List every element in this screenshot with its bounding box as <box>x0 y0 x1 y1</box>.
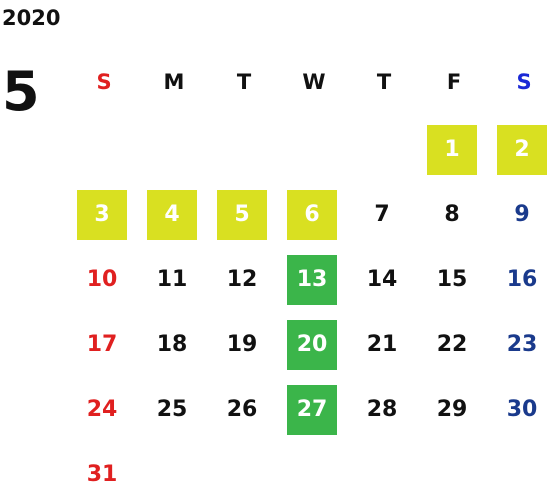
day-cell-5[interactable]: 5 <box>217 190 267 240</box>
day-cell-13[interactable]: 13 <box>287 255 337 305</box>
day-cell-20[interactable]: 20 <box>287 320 337 370</box>
day-cell-29[interactable]: 29 <box>436 397 468 422</box>
day-cell-6[interactable]: 6 <box>287 190 337 240</box>
day-cell-21[interactable]: 21 <box>366 332 398 357</box>
year-label: 2020 <box>2 6 61 30</box>
day-cell-18[interactable]: 18 <box>156 332 188 357</box>
day-cell-9[interactable]: 9 <box>514 202 530 227</box>
day-cell-25[interactable]: 25 <box>156 397 188 422</box>
weekday-tuesday: T <box>236 70 252 94</box>
weekday-thursday: T <box>376 70 392 94</box>
month-number: 5 <box>2 60 40 123</box>
day-cell-4[interactable]: 4 <box>147 190 197 240</box>
weekday-sunday: S <box>96 70 112 94</box>
day-cell-28[interactable]: 28 <box>366 397 398 422</box>
weekday-monday: M <box>163 70 185 94</box>
day-cell-10[interactable]: 10 <box>86 267 118 292</box>
day-cell-7[interactable]: 7 <box>374 202 390 227</box>
day-cell-3[interactable]: 3 <box>77 190 127 240</box>
day-cell-19[interactable]: 19 <box>226 332 258 357</box>
day-cell-15[interactable]: 15 <box>436 267 468 292</box>
day-cell-23[interactable]: 23 <box>506 332 538 357</box>
day-cell-16[interactable]: 16 <box>506 267 538 292</box>
day-cell-26[interactable]: 26 <box>226 397 258 422</box>
day-cell-31[interactable]: 31 <box>86 462 118 487</box>
weekday-header: S M T W T F S <box>69 62 548 102</box>
day-cell-8[interactable]: 8 <box>444 202 460 227</box>
day-cell-30[interactable]: 30 <box>506 397 538 422</box>
day-cell-27[interactable]: 27 <box>287 385 337 435</box>
weekday-saturday: S <box>516 70 532 94</box>
day-cell-1[interactable]: 1 <box>427 125 477 175</box>
day-cell-14[interactable]: 14 <box>366 267 398 292</box>
day-cell-2[interactable]: 2 <box>497 125 547 175</box>
day-cell-24[interactable]: 24 <box>86 397 118 422</box>
weekday-wednesday: W <box>302 70 326 94</box>
day-cell-17[interactable]: 17 <box>86 332 118 357</box>
day-cell-12[interactable]: 12 <box>226 267 258 292</box>
day-cell-11[interactable]: 11 <box>156 267 188 292</box>
day-cell-22[interactable]: 22 <box>436 332 468 357</box>
weekday-friday: F <box>446 70 462 94</box>
